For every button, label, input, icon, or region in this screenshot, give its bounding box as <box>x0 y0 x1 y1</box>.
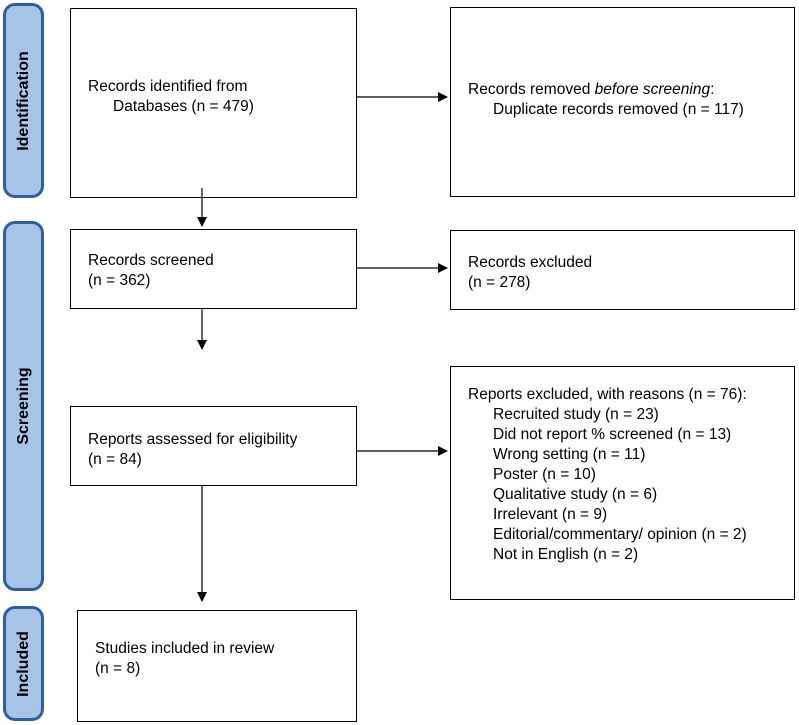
reports-assessed-label: Reports assessed for eligibility <box>88 431 298 448</box>
exclusion-reason: Qualitative study (n = 6) <box>493 486 658 503</box>
records-excluded-box: Records excluded (n = 278) <box>450 230 795 310</box>
records-excluded-count: (n = 278) <box>468 274 531 291</box>
records-removed-heading: Records removed before screening: <box>468 81 715 98</box>
exclusion-reason: Poster (n = 10) <box>493 466 596 483</box>
records-identified-count: Databases (n = 479) <box>113 98 254 115</box>
exclusion-reason: Editorial/commentary/ opinion (n = 2) <box>493 526 747 543</box>
stage-screening: Screening <box>3 221 44 591</box>
exclusion-reason: Recruited study (n = 23) <box>493 406 659 423</box>
studies-included-count: (n = 8) <box>95 660 141 677</box>
exclusion-reason: Not in English (n = 2) <box>493 546 639 563</box>
exclusion-reason: Did not report % screened (n = 13) <box>493 426 732 443</box>
stage-identification: Identification <box>3 3 44 198</box>
reports-excluded-box: Reports excluded, with reasons (n = 76):… <box>450 366 795 600</box>
reports-assessed-box: Reports assessed for eligibility (n = 84… <box>70 406 357 486</box>
stage-included: Included <box>3 606 44 721</box>
reports-excluded-heading: Reports excluded, with reasons (n = 76): <box>468 386 747 403</box>
records-screened-box: Records screened (n = 362) <box>70 229 357 309</box>
studies-included-box: Studies included in review (n = 8) <box>77 610 357 722</box>
records-excluded-label: Records excluded <box>468 254 593 271</box>
duplicate-records-removed: Duplicate records removed (n = 117) <box>493 101 744 118</box>
records-screened-count: (n = 362) <box>88 272 151 289</box>
records-identified-box: Records identified from Databases (n = 4… <box>70 8 357 198</box>
studies-included-label: Studies included in review <box>95 640 275 657</box>
exclusion-reason: Irrelevant (n = 9) <box>493 506 608 523</box>
records-screened-label: Records screened <box>88 252 214 269</box>
exclusion-reason: Wrong setting (n = 11) <box>493 446 646 463</box>
reports-assessed-count: (n = 84) <box>88 451 142 468</box>
records-removed-box: Records removed before screening: Duplic… <box>450 7 795 197</box>
records-identified-label: Records identified from <box>88 78 248 95</box>
